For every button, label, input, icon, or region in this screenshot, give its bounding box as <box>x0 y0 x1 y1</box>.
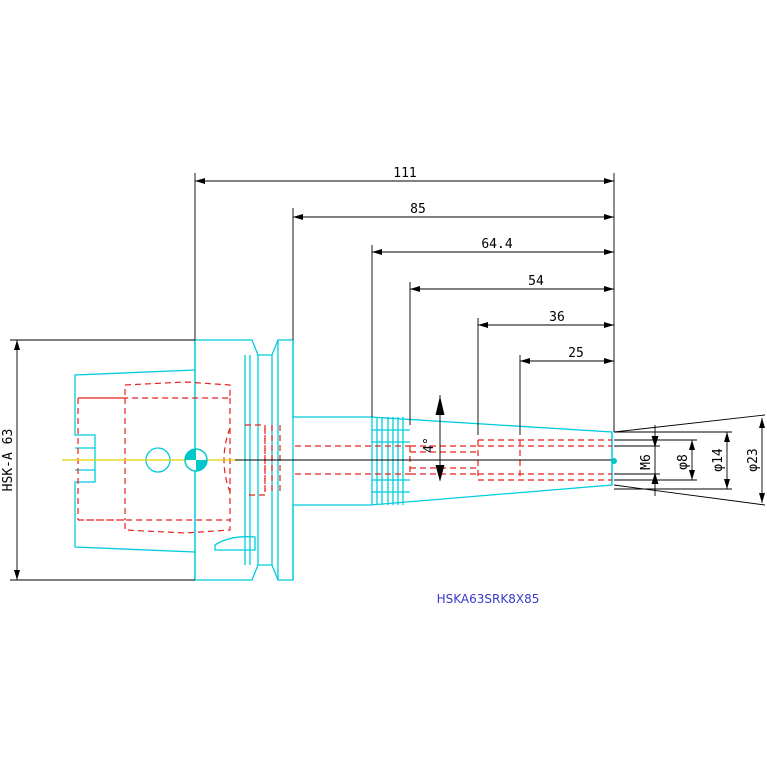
thread-m6-label: M6 <box>639 454 654 470</box>
dia-14-label: φ14 <box>711 448 726 472</box>
dim-111-label: 111 <box>393 166 416 181</box>
dim-54-label: 54 <box>528 274 544 289</box>
dia-8-label: φ8 <box>676 454 691 470</box>
part-number: HSKA63SRK8X85 <box>437 592 540 606</box>
dim-85-label: 85 <box>410 202 426 217</box>
hsk-shank-outline <box>74 369 196 553</box>
body-grooves <box>371 417 410 505</box>
tip-marker-icon <box>611 458 617 464</box>
dim-25-label: 25 <box>568 346 584 361</box>
hidden-lines <box>77 381 612 534</box>
dim-36-label: 36 <box>549 310 565 325</box>
diameter-dimensions <box>613 414 766 506</box>
shank-dimension <box>10 339 195 581</box>
angle-label: 4° <box>422 437 437 453</box>
shank-bore-hidden <box>78 381 231 399</box>
tool-holder-outline <box>74 339 613 581</box>
dim-64-4-label: 64.4 <box>481 237 512 252</box>
length-dimensions <box>194 173 615 435</box>
center-marker-icon <box>184 448 208 472</box>
dia-23-label: φ23 <box>746 448 761 471</box>
angle-dimension <box>435 395 445 482</box>
shank-size-label: HSK-A 63 <box>1 429 16 492</box>
